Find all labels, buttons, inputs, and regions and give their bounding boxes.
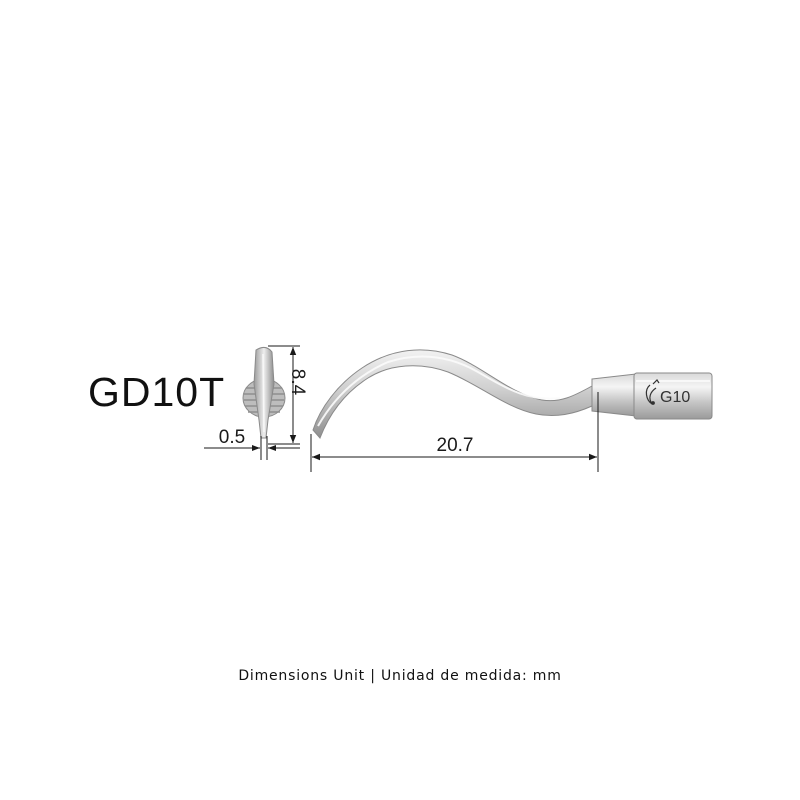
tip-engraving: G10 (660, 389, 690, 406)
dim-tip-height: 8.4 (268, 345, 308, 445)
model-name: GD10T (88, 369, 226, 415)
tip-width-label: 0.5 (219, 427, 245, 448)
tip-height-label: 8.4 (287, 369, 308, 396)
tip-shoulder (591, 373, 637, 417)
dim-tip-length: 20.7 (310, 392, 599, 472)
tip-body (633, 372, 713, 420)
tip-length-label: 20.7 (437, 435, 474, 456)
tip-side-view (242, 346, 286, 439)
unit-note: Dimensions Unit | Unidad de medida: mm (238, 668, 562, 684)
tip-front-view: G10 (312, 349, 713, 439)
brand-logo-icon (645, 379, 660, 405)
tip-shaft (312, 349, 599, 439)
dim-tip-width: 0.5 (204, 427, 300, 460)
